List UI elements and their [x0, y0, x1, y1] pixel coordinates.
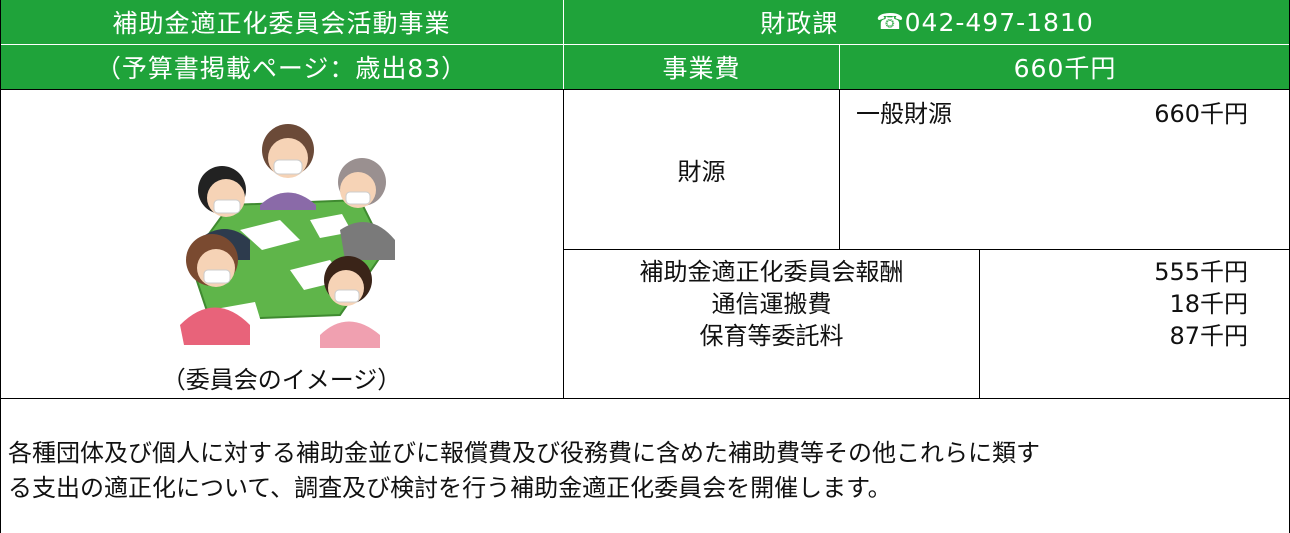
breakdown-item-name: 通信運搬費: [711, 290, 832, 318]
project-title: 補助金適正化委員会活動事業: [0, 0, 563, 44]
general-funding-label-text: 一般財源: [856, 100, 952, 128]
breakdown-item-name: 補助金適正化委員会報酬: [639, 258, 904, 286]
breakdown-item-name: 保育等委託料: [699, 322, 844, 350]
cost-value-text: 660千円: [1013, 54, 1117, 83]
breakdown-values: 555千円 18千円 87千円: [980, 256, 1248, 352]
cost-value: 660千円: [840, 45, 1290, 89]
breakdown-item-value: 18千円: [1169, 290, 1248, 318]
image-caption-text: （委員会のイメージ）: [161, 366, 402, 394]
telephone-icon: ☎: [876, 9, 905, 35]
committee-meeting-image: [180, 124, 395, 348]
description-line: る支出の適正化について、調査及び検討を行う補助金適正化委員会を開催します。: [8, 474, 892, 502]
cost-label-text: 事業費: [662, 54, 741, 83]
breakdown-item-value: 87千円: [1169, 322, 1248, 350]
image-caption: （委員会のイメージ）: [0, 360, 563, 396]
department-name: 財政課: [760, 9, 839, 38]
general-funding-label: 一般財源: [856, 94, 952, 129]
cost-label: 事業費: [564, 45, 839, 89]
funding-label: 財源: [564, 89, 839, 249]
description-line: 各種団体及び個人に対する補助金並びに報償費及び役務費に含めた補助費等その他これら…: [8, 439, 1040, 467]
project-description: 各種団体及び個人に対する補助金並びに報償費及び役務費に含めた補助費等その他これら…: [8, 436, 1283, 506]
phone-number: 042-497-1810: [904, 7, 1094, 37]
funding-label-text: 財源: [677, 157, 726, 186]
general-funding-value: 660千円: [1080, 94, 1248, 129]
meeting-illustration: [170, 110, 400, 350]
project-title-text: 補助金適正化委員会活動事業: [112, 9, 451, 38]
department-contact: 財政課 ☎ 042-497-1810: [564, 0, 1290, 44]
budget-page-text: （予算書掲載ページ：歳出83）: [95, 54, 468, 83]
general-funding-value-text: 660千円: [1154, 100, 1248, 128]
breakdown-item-value: 555千円: [1154, 258, 1248, 286]
breakdown-names: 補助金適正化委員会報酬 通信運搬費 保育等委託料: [564, 256, 979, 352]
budget-page-ref: （予算書掲載ページ：歳出83）: [0, 45, 563, 89]
